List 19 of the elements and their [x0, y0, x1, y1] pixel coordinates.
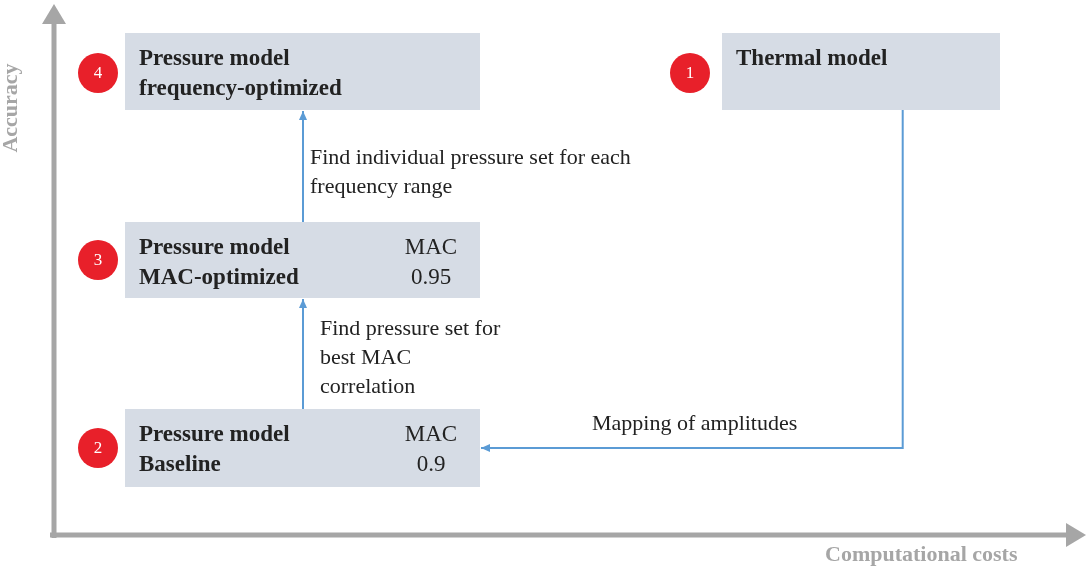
- step-number-badge: 3: [78, 240, 118, 280]
- model-box: [125, 33, 480, 110]
- step-number-badge: 4: [78, 53, 118, 93]
- x-axis-label: Computational costs: [825, 541, 1018, 567]
- step-number-badge: 2: [78, 428, 118, 468]
- model-title: Pressure model frequency-optimized: [139, 44, 343, 100]
- model-box: [722, 33, 1000, 110]
- arrow: [480, 109, 904, 452]
- model-title: Pressure model Baseline: [139, 420, 291, 477]
- mac-value: MAC 0.9: [403, 420, 459, 477]
- model-box: [125, 222, 480, 298]
- arrow: [299, 110, 307, 223]
- model-title: Pressure model MAC-optimized: [139, 233, 300, 288]
- model-box: [125, 409, 480, 487]
- arrow: [299, 298, 307, 410]
- mac-value: MAC 0.95: [403, 233, 459, 288]
- y-axis-label: Accuracy: [0, 63, 23, 153]
- model-title: Thermal model: [736, 44, 889, 72]
- step-number-badge: 1: [670, 53, 710, 93]
